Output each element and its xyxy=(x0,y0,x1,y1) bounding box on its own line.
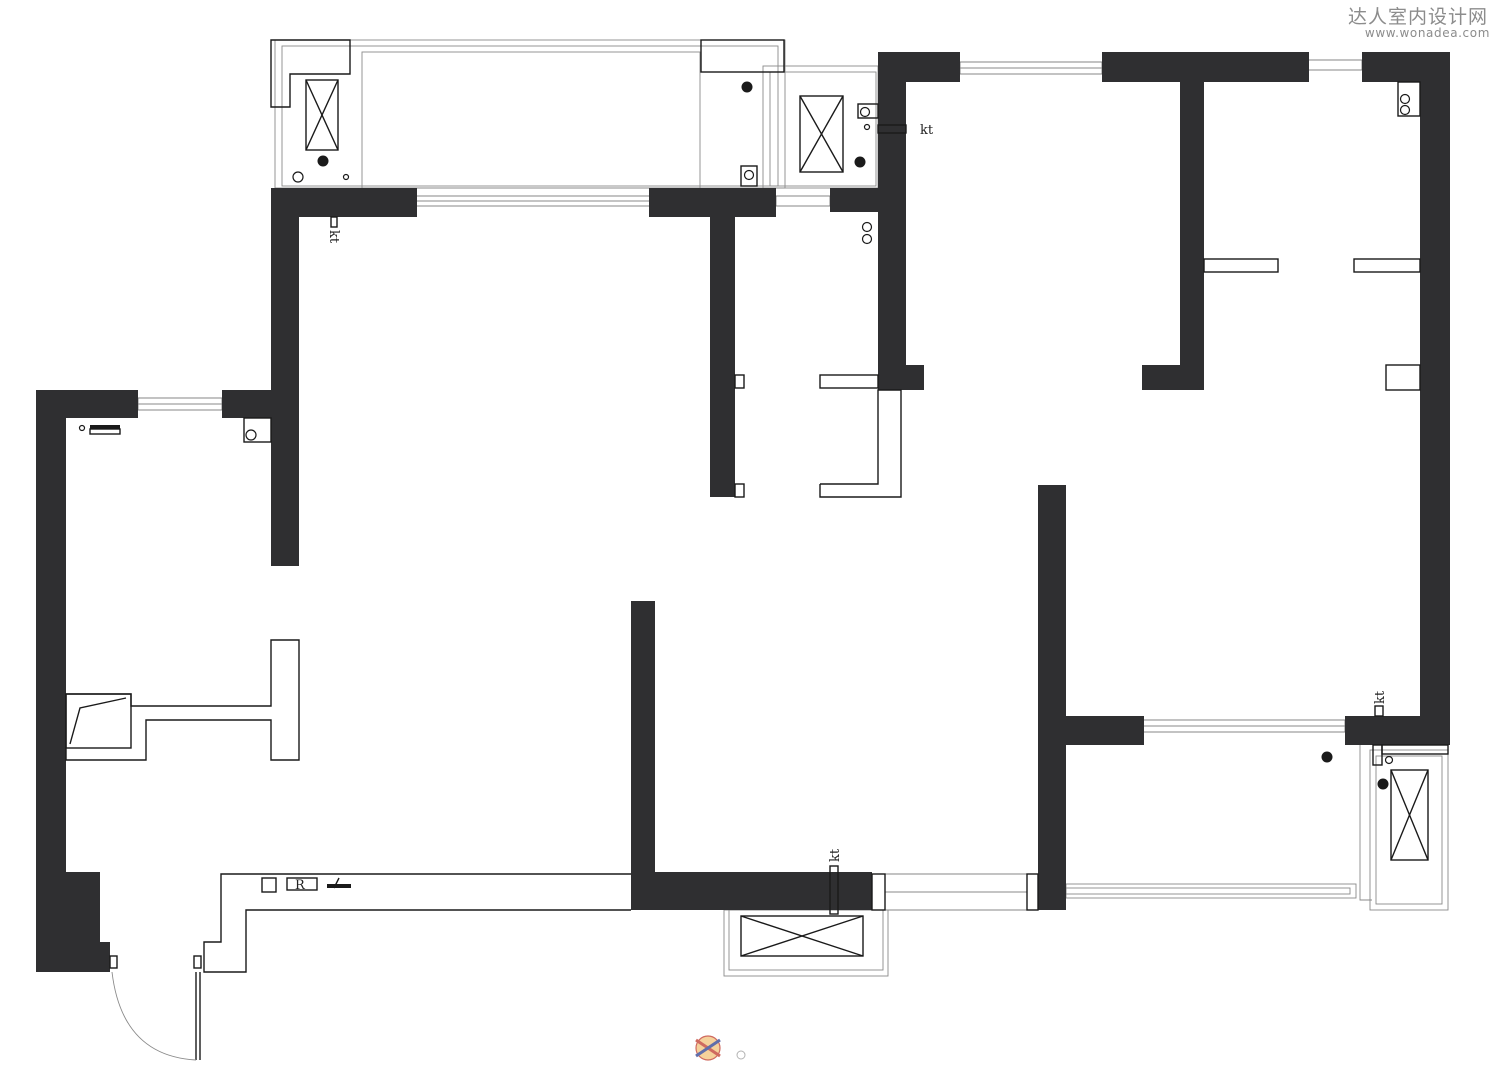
pipe-icon xyxy=(743,169,755,181)
pipe-icon xyxy=(861,221,873,233)
pipe-icon xyxy=(1377,778,1389,790)
r-label: R xyxy=(295,878,306,893)
interior-outlines xyxy=(65,39,1449,1061)
ac-unit-icon xyxy=(305,79,339,151)
pipe-icon xyxy=(741,81,753,93)
walls xyxy=(36,52,1450,972)
pipe-icons xyxy=(245,81,1411,790)
watermark-url: www.wonadea.com xyxy=(1364,26,1490,40)
pipe-icon xyxy=(854,156,866,168)
pipe-icon xyxy=(317,155,329,167)
pipe-icon xyxy=(863,123,871,131)
ac-unit-icon xyxy=(740,915,864,957)
ac-unit-icon xyxy=(799,95,844,173)
watermark-title: 达人室内设计网 xyxy=(1347,6,1488,28)
pipe-icon xyxy=(1399,104,1411,116)
pipe-icon xyxy=(1321,751,1333,763)
pipe-icon xyxy=(1384,755,1394,765)
kt-markers xyxy=(330,124,1384,915)
pipe-icon xyxy=(859,106,871,118)
ac-unit-icon xyxy=(1390,769,1429,861)
ac-units xyxy=(305,79,1429,957)
pipe-icon xyxy=(342,173,350,181)
door-swing-icon xyxy=(111,971,197,1061)
kt-label-bottom: kt xyxy=(828,848,843,862)
kt-label-right: kt xyxy=(1373,690,1388,704)
kt-label-top-center: kt xyxy=(920,123,934,138)
pipe-icon xyxy=(292,171,304,183)
pipe-icon xyxy=(1399,93,1411,105)
kt-label-top-left: kt xyxy=(326,230,341,244)
pipe-icon xyxy=(245,429,257,441)
pipe-icon xyxy=(861,233,873,245)
window-lines xyxy=(137,39,1449,977)
logo-icon xyxy=(695,1035,746,1061)
